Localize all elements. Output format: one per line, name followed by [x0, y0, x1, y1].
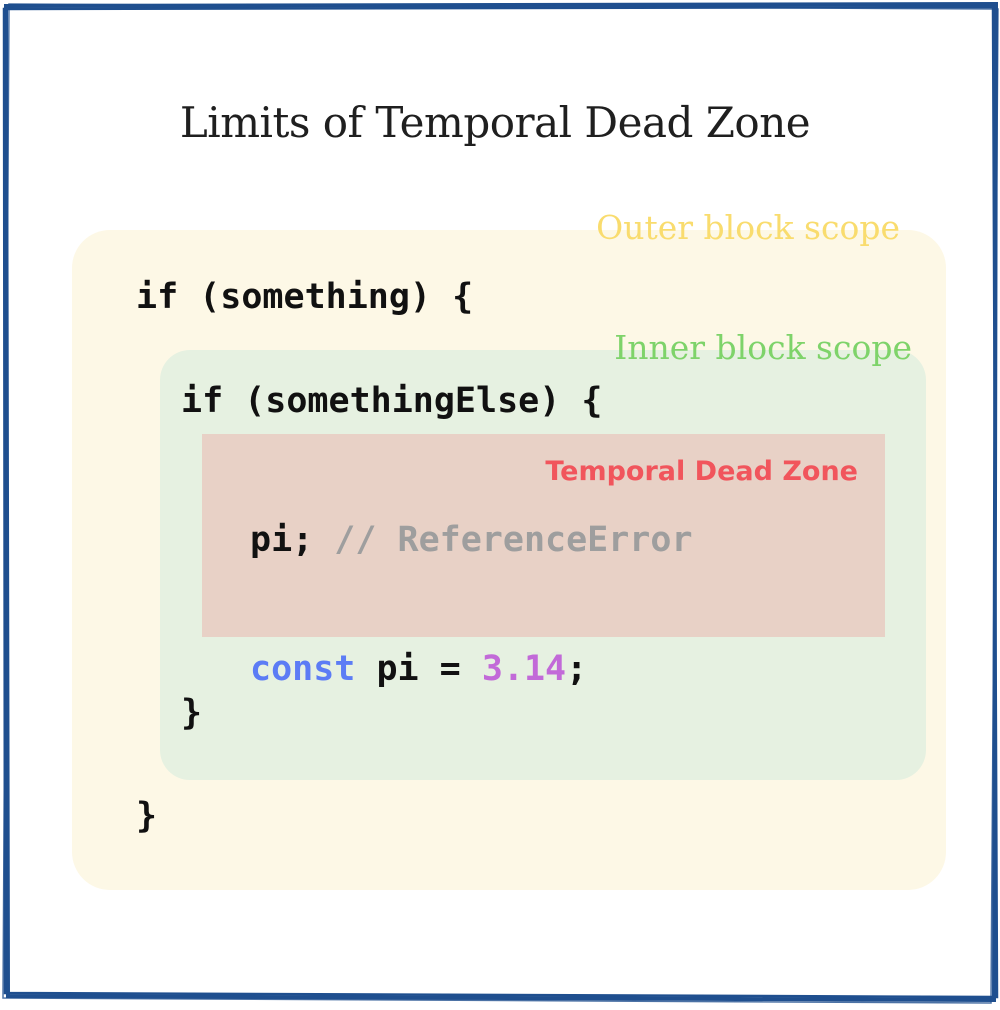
outer-closing-brace: }	[136, 796, 158, 836]
tdz-statement-line: pi; // ReferenceError	[250, 523, 693, 558]
const-value: 3.14	[481, 649, 567, 689]
const-semicolon: ;	[566, 649, 588, 689]
reference-error-comment: // ReferenceError	[334, 520, 693, 560]
const-keyword: const	[250, 649, 356, 689]
outer-if-line: if (something) {	[136, 277, 474, 317]
diagram-title: Limits of Temporal Dead Zone	[179, 98, 811, 147]
temporal-dead-zone-label: Temporal Dead Zone	[545, 456, 858, 487]
inner-closing-brace: }	[181, 693, 203, 733]
const-name: pi =	[376, 649, 461, 689]
tdz-statement: pi;	[250, 520, 314, 560]
temporal-dead-zone-box	[202, 434, 885, 637]
inner-block-scope-label: Inner block scope	[614, 328, 912, 367]
inner-if-line: if (somethingElse) {	[181, 381, 603, 421]
const-declaration-line: const pi = 3.14;	[250, 652, 587, 687]
outer-block-scope-label: Outer block scope	[596, 208, 900, 247]
